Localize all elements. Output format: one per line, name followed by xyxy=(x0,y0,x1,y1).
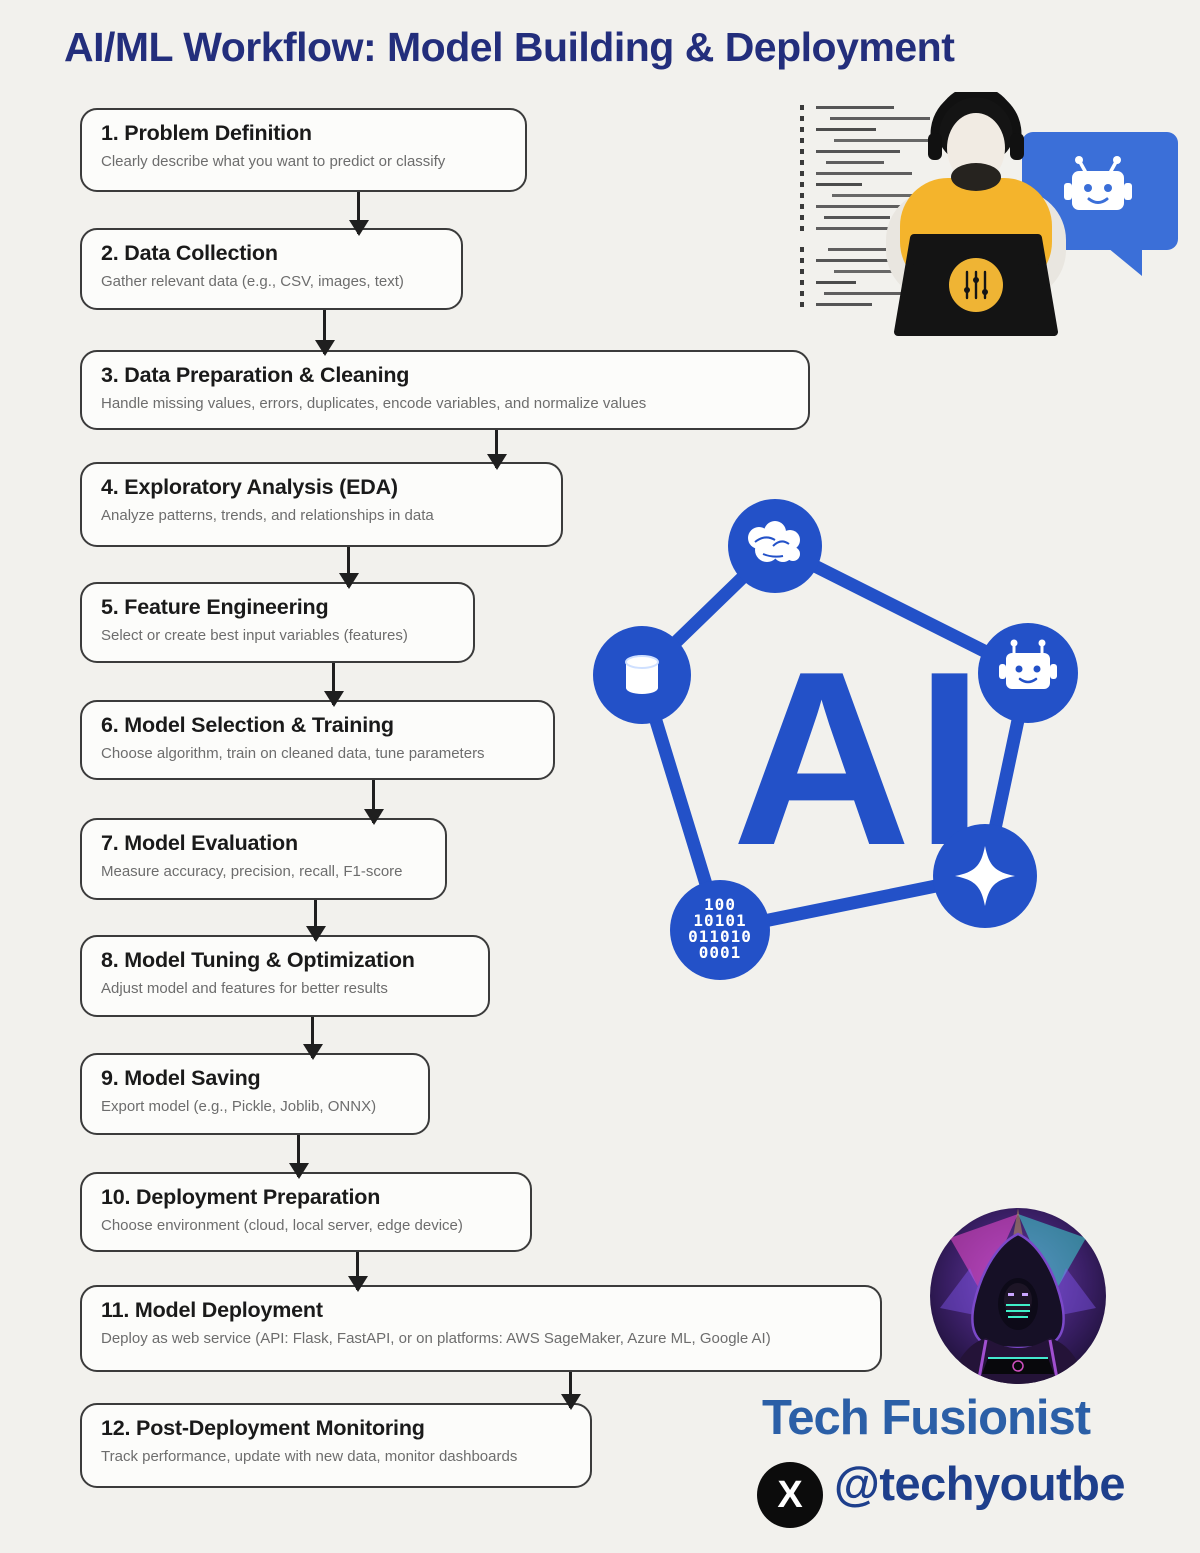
page-title: AI/ML Workflow: Model Building & Deploym… xyxy=(64,24,955,70)
step-heading: 1. Problem Definition xyxy=(101,121,312,145)
step-description: Choose environment (cloud, local server,… xyxy=(101,1217,463,1234)
step-box-5: 5. Feature Engineering Select or create … xyxy=(80,582,475,663)
code-lines-icon xyxy=(800,105,946,307)
person-headphones xyxy=(886,92,1066,336)
step-description: Select or create best input variables (f… xyxy=(101,627,408,644)
step-box-2: 2. Data Collection Gather relevant data … xyxy=(80,228,463,310)
flow-arrow-9-10 xyxy=(288,1135,309,1179)
step-box-8: 8. Model Tuning & Optimization Adjust mo… xyxy=(80,935,490,1017)
flow-arrow-11-12 xyxy=(560,1372,581,1410)
step-description: Choose algorithm, train on cleaned data,… xyxy=(101,745,485,762)
step-description: Track performance, update with new data,… xyxy=(101,1448,518,1465)
avatar xyxy=(930,1208,1106,1384)
step-description: Gather relevant data (e.g., CSV, images,… xyxy=(101,273,404,290)
step-heading: 10. Deployment Preparation xyxy=(101,1185,381,1209)
step-heading: 2. Data Collection xyxy=(101,241,278,265)
step-description: Measure accuracy, precision, recall, F1-… xyxy=(101,863,403,880)
step-heading: 6. Model Selection & Training xyxy=(101,713,394,737)
coder-illustration xyxy=(800,92,1178,336)
step-heading: 12. Post-Deployment Monitoring xyxy=(101,1416,425,1440)
step-heading: 5. Feature Engineering xyxy=(101,595,329,619)
step-description: Deploy as web service (API: Flask, FastA… xyxy=(101,1330,771,1347)
step-heading: 8. Model Tuning & Optimization xyxy=(101,948,415,972)
laptop-sliders-icon xyxy=(949,258,1003,312)
step-box-11: 11. Model Deployment Deploy as web servi… xyxy=(80,1285,882,1372)
svg-text:10101: 10101 xyxy=(693,911,746,930)
step-box-4: 4. Exploratory Analysis (EDA) Analyze pa… xyxy=(80,462,563,547)
flow-arrow-6-7 xyxy=(363,780,384,825)
flow-arrow-8-9 xyxy=(302,1017,323,1060)
step-heading: 11. Model Deployment xyxy=(101,1298,323,1322)
step-description: Analyze patterns, trends, and relationsh… xyxy=(101,507,434,524)
step-box-12: 12. Post-Deployment Monitoring Track per… xyxy=(80,1403,592,1488)
step-box-6: 6. Model Selection & Training Choose alg… xyxy=(80,700,555,780)
step-box-9: 9. Model Saving Export model (e.g., Pick… xyxy=(80,1053,430,1135)
database-icon xyxy=(593,626,691,724)
sparkle-icon xyxy=(933,824,1037,928)
step-description: Clearly describe what you want to predic… xyxy=(101,153,446,170)
step-box-10: 10. Deployment Preparation Choose enviro… xyxy=(80,1172,532,1252)
step-heading: 7. Model Evaluation xyxy=(101,831,298,855)
step-heading: 4. Exploratory Analysis (EDA) xyxy=(101,475,398,499)
flow-arrow-7-8 xyxy=(305,900,326,942)
step-description: Handle missing values, errors, duplicate… xyxy=(101,395,647,412)
flow-arrow-4-5 xyxy=(338,547,359,589)
flow-arrow-2-3 xyxy=(314,310,335,356)
svg-text:0001: 0001 xyxy=(699,943,742,962)
robot-icon xyxy=(978,623,1078,723)
step-box-1: 1. Problem Definition Clearly describe w… xyxy=(80,108,527,192)
svg-text:100: 100 xyxy=(704,895,736,914)
flow-arrow-5-6 xyxy=(323,663,344,707)
step-description: Export model (e.g., Pickle, Joblib, ONNX… xyxy=(101,1098,377,1115)
flow-arrow-1-2 xyxy=(348,192,369,236)
step-box-7: 7. Model Evaluation Measure accuracy, pr… xyxy=(80,818,447,900)
x-logo-icon: X xyxy=(757,1462,823,1528)
step-description: Adjust model and features for better res… xyxy=(101,980,388,997)
step-heading: 3. Data Preparation & Cleaning xyxy=(101,363,410,387)
ai-network-illustration: AI xyxy=(593,499,1078,980)
step-box-3: 3. Data Preparation & Cleaning Handle mi… xyxy=(80,350,810,430)
brain-icon xyxy=(728,499,822,593)
svg-text:011010: 011010 xyxy=(688,927,752,946)
flow-arrow-10-11 xyxy=(347,1252,368,1292)
brand-name: Tech Fusionist xyxy=(762,1391,1091,1445)
flow-arrow-3-4 xyxy=(486,430,507,470)
social-handle: @techyoutbe xyxy=(834,1457,1126,1510)
binary-circle: 100 10101 011010 0001 xyxy=(670,880,770,980)
step-heading: 9. Model Saving xyxy=(101,1066,261,1090)
